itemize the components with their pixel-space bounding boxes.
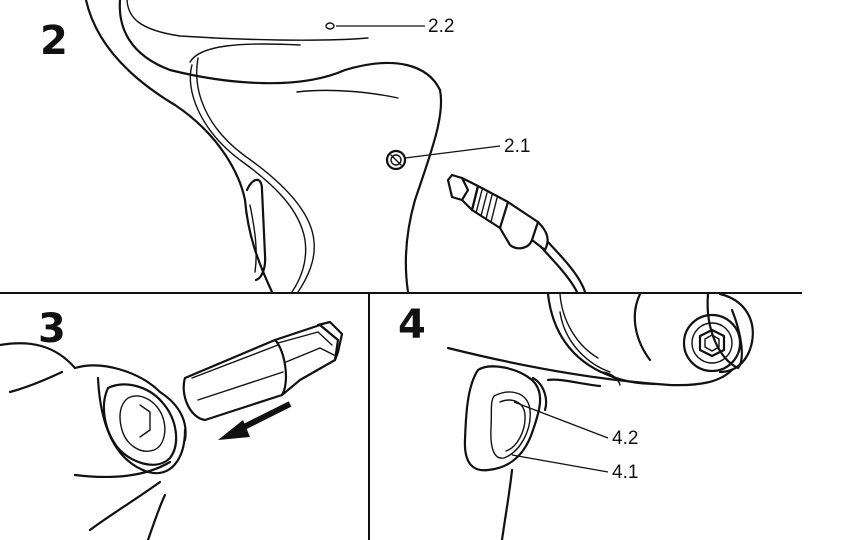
drill-handle-switch xyxy=(463,365,602,540)
button-2-2 xyxy=(325,22,335,30)
drill-body-side-view xyxy=(84,0,443,294)
screwdriver-bit xyxy=(182,320,344,422)
callout-4-2: 4.2 xyxy=(612,428,638,449)
drill-top-view xyxy=(446,292,754,387)
panel-2: 2 2.2 2.1 xyxy=(40,0,587,294)
insert-direction-arrow xyxy=(218,401,292,440)
panel-3: 3 xyxy=(0,306,344,540)
callout-2-1: 2.1 xyxy=(504,136,530,157)
tool-front-bit-holder xyxy=(0,342,187,540)
charger-plug xyxy=(446,173,587,294)
callout-4-1: 4.1 xyxy=(612,462,638,483)
charging-socket-2-1 xyxy=(385,149,407,171)
step-number-4: 4 xyxy=(398,302,426,348)
callout-2-2: 2.2 xyxy=(428,16,454,37)
step-number-3: 3 xyxy=(38,306,66,352)
step-number-2: 2 xyxy=(40,18,68,64)
panel-4: 4 4.2 4.1 xyxy=(398,292,754,540)
